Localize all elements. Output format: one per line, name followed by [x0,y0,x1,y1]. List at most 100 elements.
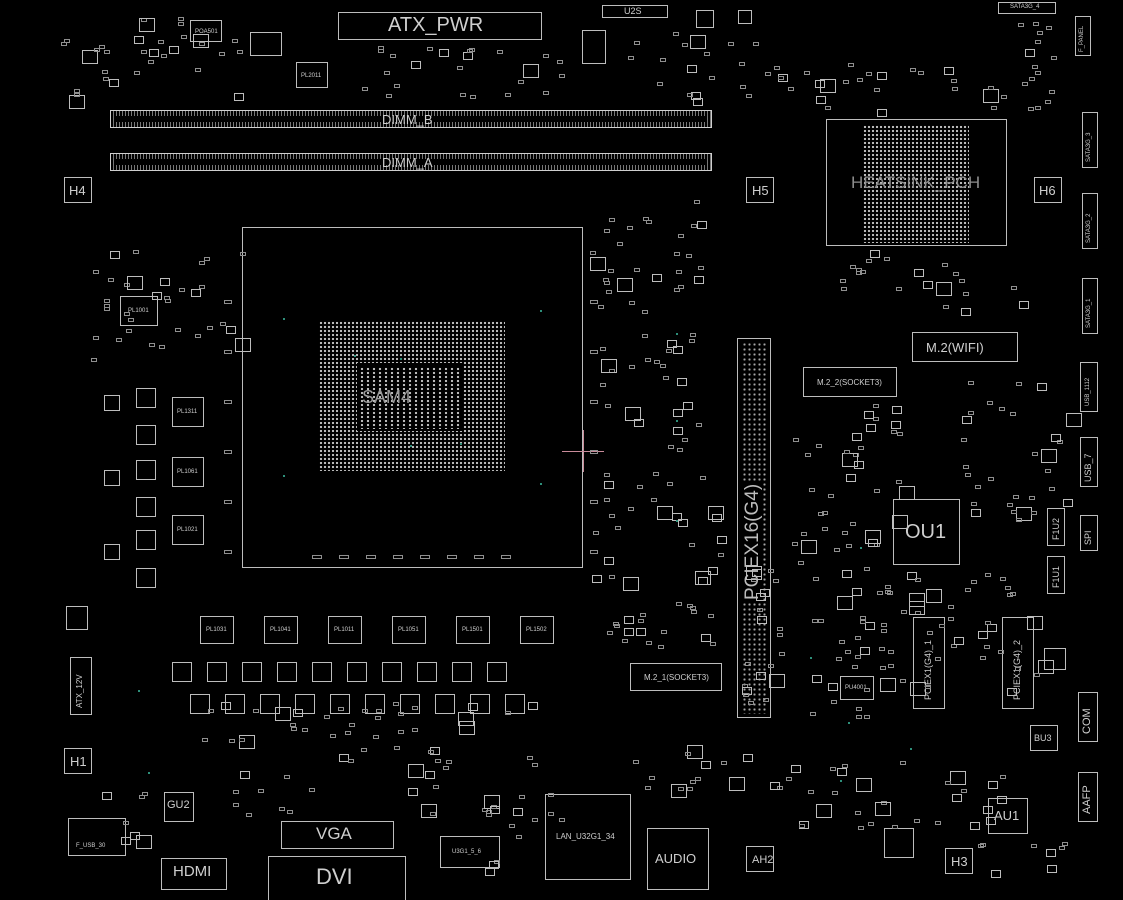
spi-header[interactable] [1080,515,1098,551]
mosfet-bottom-lower [400,694,420,714]
small-ic [657,506,673,520]
com-header[interactable] [1078,692,1098,742]
f-panel-connector[interactable] [1075,16,1091,56]
m2-2-slot[interactable] [803,367,897,397]
socket-pad-bottom [312,555,322,559]
smd-pad [486,813,492,817]
cpu-inner-grid [359,367,461,429]
smd-pad [751,578,757,582]
smd-part [854,461,864,469]
smd-pad [207,326,213,330]
pciex16-slot[interactable] [737,338,771,718]
hdmi-port[interactable] [161,858,227,890]
smd-pad [687,787,693,791]
small-ic [193,34,209,48]
smd-pad [704,52,710,56]
small-ic [865,530,881,544]
smd-pad [384,71,390,75]
smd-pad [148,60,154,64]
smd-pad [874,489,880,493]
smd-pad [858,446,864,450]
smd-pad [608,269,614,273]
smd-pad [988,477,994,481]
vga-port[interactable] [281,821,394,849]
h4-label: H4 [69,183,86,198]
smd-pad [961,438,967,442]
usb7-label: USB_7 [1083,453,1093,482]
test-point [148,772,150,774]
cpu-socket-outline[interactable] [242,227,583,568]
m2-wifi-slot[interactable] [912,332,1018,362]
atx-pwr-connector[interactable] [338,12,542,40]
smd-pad [987,401,993,405]
socket-pad-bottom [339,555,349,559]
smd-pad [606,290,612,294]
smd-pad [832,791,838,795]
usb2-header[interactable] [1080,362,1098,412]
smd-part [986,817,996,825]
aafp-header[interactable] [1078,772,1098,822]
smd-pad [874,88,880,92]
pl1031-label: PL1031 [206,627,227,633]
bu3-chip [1030,725,1058,751]
atx12v-connector[interactable] [70,657,92,715]
smd-part [970,822,980,830]
pl1051-choke [392,616,426,644]
small-ic [617,278,633,292]
smd-pad [866,259,872,263]
smd-pad [1029,496,1035,500]
smd-pad [394,746,400,750]
sata4-connector[interactable] [998,2,1056,14]
pl1001-label: PL1001 [128,308,149,314]
smd-pad [880,666,886,670]
smd-part [169,46,179,54]
smd-part [907,572,917,580]
smd-pad [338,707,344,711]
small-ic [623,577,639,591]
smd-part [865,622,875,630]
f1u1-label: F1U1 [1051,565,1061,588]
dvi-port[interactable] [268,856,406,900]
sata2-connector[interactable] [1082,193,1098,249]
pciex1-1-slot[interactable] [913,617,945,709]
smd-part [866,424,876,432]
smd-pad [825,106,831,110]
usb7-header[interactable] [1080,437,1098,487]
top-chip-d [738,10,752,24]
usb-f-port[interactable] [440,836,500,868]
smd-pad [637,485,643,489]
sata3-connector[interactable] [1082,112,1098,168]
mosfet-5 [136,530,156,550]
lan-port[interactable] [545,794,631,880]
dimm-a-slot[interactable] [110,153,712,171]
smd-pad [816,444,822,448]
smd-pad [104,304,110,308]
mosfet-8 [104,470,120,486]
smd-pad [830,767,836,771]
smd-pad [661,630,667,634]
small-ic [523,64,539,78]
smd-pad [246,813,252,817]
f-usb-header[interactable] [68,818,126,856]
smd-pad [792,542,798,546]
smd-pad [505,93,511,97]
smd-pad [968,411,974,415]
audio-port[interactable] [647,828,709,890]
smd-pad [901,610,907,614]
smd-pad [179,288,185,292]
smd-part [1046,849,1056,857]
m2-1-slot[interactable] [630,663,722,691]
u2s-header[interactable] [602,5,668,18]
smd-pad [204,257,210,261]
pciex1-2-slot[interactable] [1002,617,1034,709]
smd-part [667,340,677,348]
smd-pad [386,94,392,98]
sata1-label: SATA3G_1 [1086,298,1092,328]
sata1-connector[interactable] [1082,278,1098,334]
smd-pad [195,334,201,338]
smd-part [149,49,159,57]
smd-part [756,672,766,680]
dimm-b-slot[interactable] [110,110,712,128]
smd-pad [1000,775,1006,779]
smd-pad [428,750,434,754]
